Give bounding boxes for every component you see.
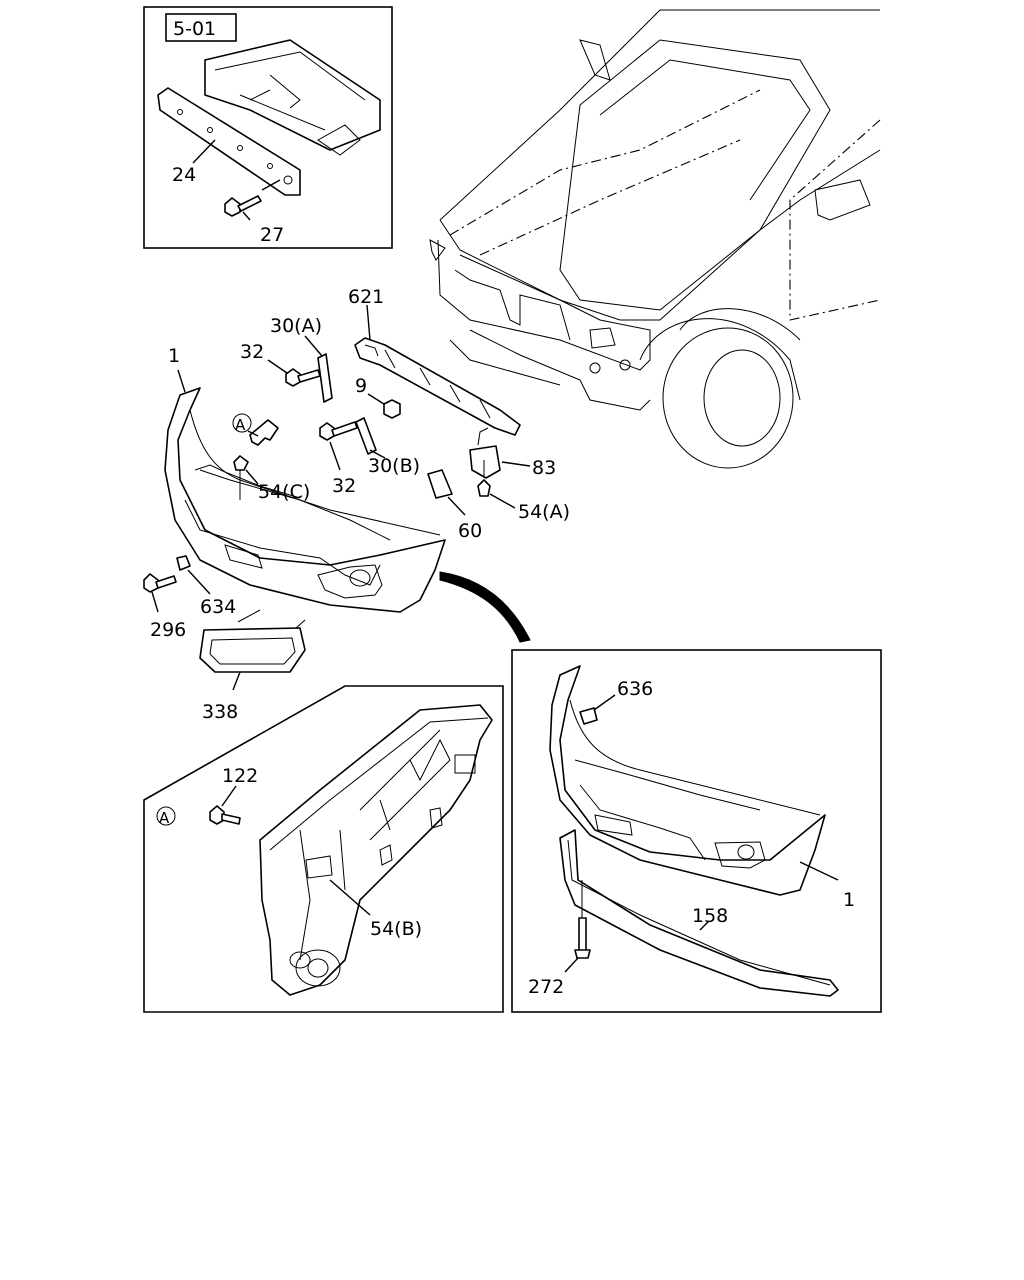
- inset-frame-crossmember: 5-01 24 27: [143, 6, 393, 249]
- bracket-part-24: [157, 87, 301, 196]
- callout-636: 636: [617, 678, 653, 700]
- clip-part-54a: [477, 460, 516, 509]
- callout-9: 9: [355, 375, 367, 397]
- callout-83: 83: [532, 457, 556, 479]
- callout-32-lower: 32: [332, 475, 356, 497]
- callout-27: 27: [260, 224, 284, 246]
- bracket-part-30a: [304, 335, 333, 403]
- callout-634: 634: [200, 596, 236, 618]
- nut-part-9: [367, 393, 401, 419]
- callout-1-lower-inset: 1: [843, 889, 855, 911]
- callout-54b: 54(B): [370, 918, 422, 940]
- detail-ref-a: A: [232, 413, 279, 446]
- bolt-part-32-upper: [267, 359, 321, 387]
- callout-32-upper: 32: [240, 341, 264, 363]
- inset-ref-label: 5-01: [173, 18, 216, 40]
- callout-54c: 54(C): [258, 481, 310, 503]
- callout-1: 1: [168, 345, 180, 367]
- bracket-part-30b: [355, 417, 386, 459]
- callout-122: 122: [222, 765, 258, 787]
- bolt-part-27: [224, 195, 262, 217]
- detail-ref-a-label: A: [235, 416, 246, 434]
- callout-296: 296: [150, 619, 186, 641]
- callout-272: 272: [528, 976, 564, 998]
- detail-arrow: [439, 571, 531, 643]
- callout-158: 158: [692, 905, 728, 927]
- reinforcement-part-621: [354, 304, 521, 436]
- bolt-part-122: [209, 785, 241, 825]
- bolt-part-32-lower: [319, 421, 358, 471]
- bracket-part-83: [469, 427, 531, 479]
- clip-part-636: [579, 694, 616, 725]
- callout-30a: 30(A): [270, 315, 322, 337]
- vehicle-front-illustration: [429, 9, 881, 469]
- callout-338: 338: [202, 701, 238, 723]
- nut-part-634: [176, 555, 211, 595]
- inset-frame-lower-spoiler: 636 1 158 272: [511, 649, 882, 1013]
- callout-60: 60: [458, 520, 482, 542]
- clip-part-54c: [233, 455, 259, 500]
- fog-bezel-part-338: [199, 609, 306, 691]
- bumper-fascia-part-1: [164, 369, 446, 613]
- inset-frame-detail-a: A 122 54(B): [143, 685, 504, 1013]
- inset-a-label: A: [159, 809, 170, 827]
- seal-part-60: [427, 469, 466, 516]
- screw-part-272: [564, 880, 591, 973]
- callout-30b: 30(B): [368, 455, 420, 477]
- callout-54a: 54(A): [518, 501, 570, 523]
- callout-621: 621: [348, 286, 384, 308]
- callout-24: 24: [172, 164, 196, 186]
- bolt-part-296: [143, 573, 177, 613]
- mounting-bracket: [259, 704, 493, 996]
